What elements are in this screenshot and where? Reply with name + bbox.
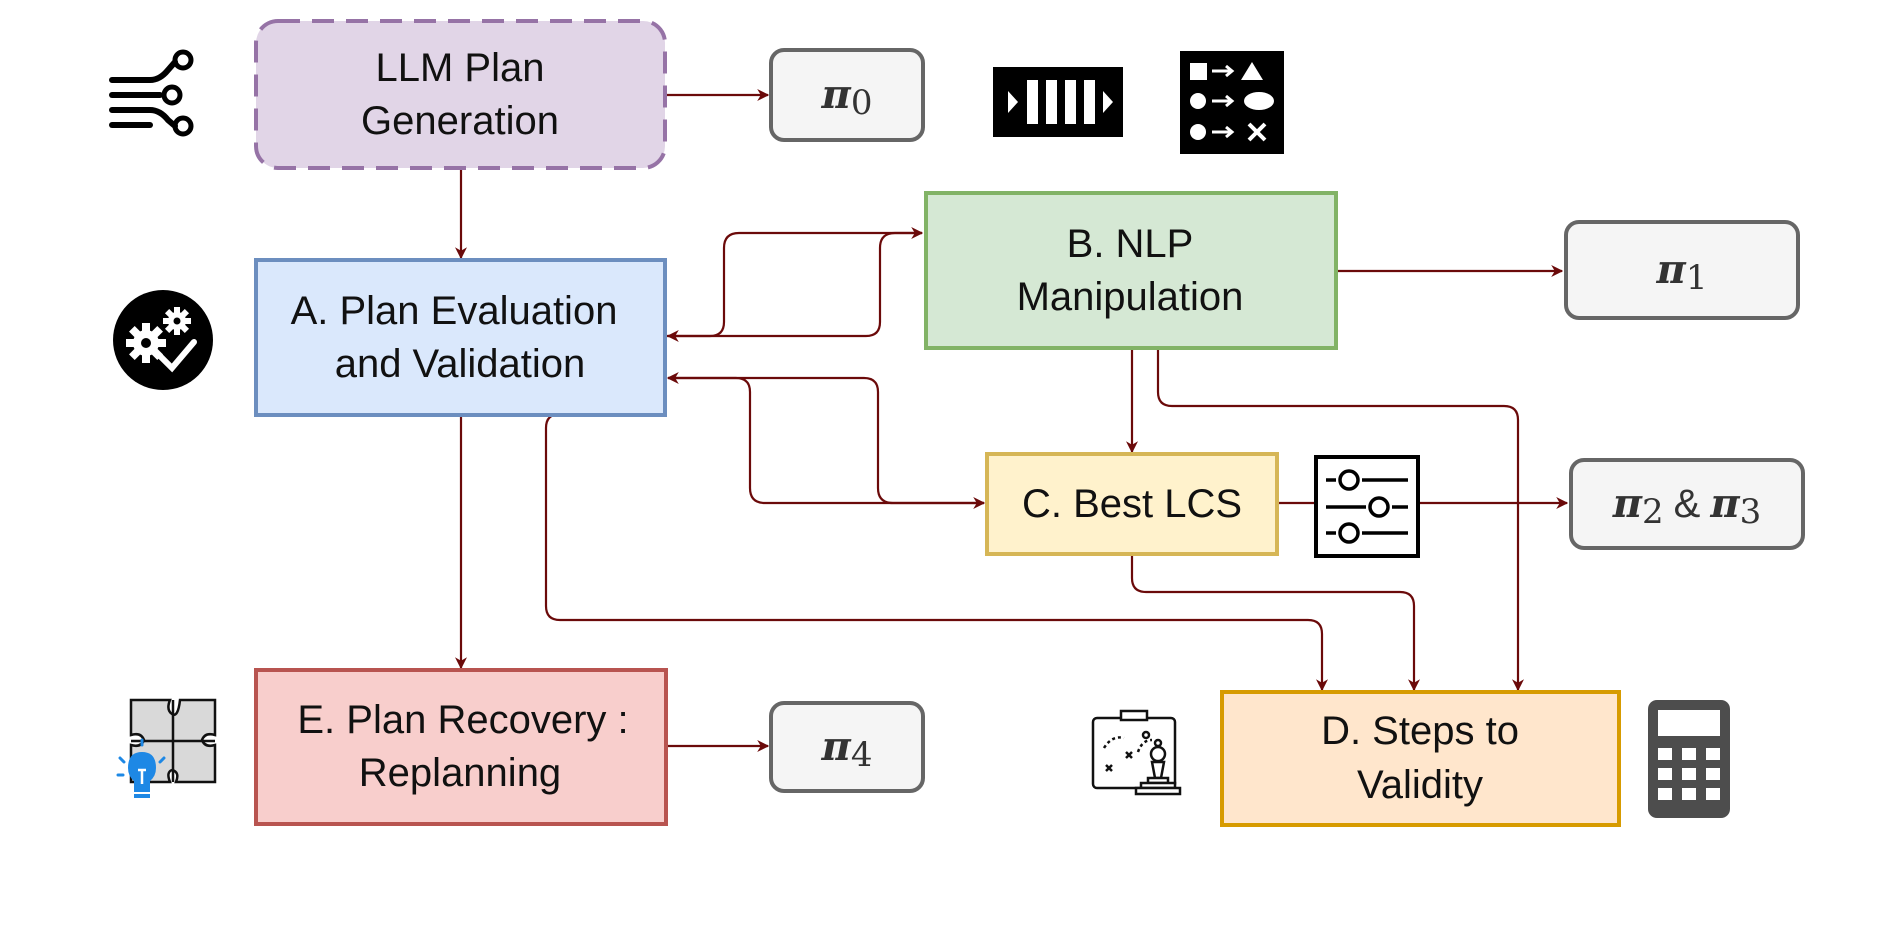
node-a-plan-evaluation: A. Plan Evaluation and Validation xyxy=(254,258,667,417)
pi3-symbol: π xyxy=(1709,480,1740,527)
edge-b-to-d xyxy=(1156,348,1524,692)
llm-label-line1: LLM Plan xyxy=(376,46,545,90)
output-pi0: π0 xyxy=(769,48,925,142)
d-label-line1: D. Steps to xyxy=(1321,709,1519,753)
puzzle-bulb-icon xyxy=(116,698,217,798)
pi1-symbol: π xyxy=(1656,246,1687,293)
output-pi2-pi3: π2&π3 xyxy=(1569,458,1805,550)
edge-a-to-b xyxy=(666,227,924,338)
pi2-subscript: 2 xyxy=(1642,492,1664,532)
e-label-line2: Replanning xyxy=(359,751,561,795)
b-label-line2: Manipulation xyxy=(1017,275,1244,319)
svg-text:π4: π4 xyxy=(821,723,873,775)
a-label-line2: and Validation xyxy=(335,342,586,386)
node-llm-plan-generation: LLM Plan Generation xyxy=(254,19,667,170)
shape-mapping-icon xyxy=(1180,51,1284,154)
c-label: C. Best LCS xyxy=(1022,482,1242,526)
gears-check-icon xyxy=(113,290,213,390)
edge-c-to-a xyxy=(666,372,984,505)
ampersand: & xyxy=(1674,482,1701,526)
svg-text:π0: π0 xyxy=(821,71,873,123)
svg-text:π1: π1 xyxy=(1656,246,1708,298)
node-c-best-lcs: C. Best LCS xyxy=(985,452,1279,556)
pi1-subscript: 1 xyxy=(1686,258,1708,298)
llm-label-line2: Generation xyxy=(361,99,559,143)
b-label-line1: B. NLP xyxy=(1067,222,1194,266)
pi0-subscript: 0 xyxy=(851,83,873,123)
edge-a-to-c xyxy=(668,376,986,509)
calculator-icon xyxy=(1648,700,1730,818)
circuit-icon xyxy=(109,49,194,137)
d-label-line2: Validity xyxy=(1357,763,1483,807)
e-label-line1: E. Plan Recovery : xyxy=(297,698,628,742)
edge-c-to-d xyxy=(1130,553,1420,692)
pi2-symbol: π xyxy=(1612,480,1643,527)
pi4-symbol: π xyxy=(821,723,852,770)
pi0-symbol: π xyxy=(821,71,852,118)
sliders-icon xyxy=(1314,455,1420,558)
pi3-subscript: 3 xyxy=(1740,492,1762,532)
node-b-nlp-manipulation: B. NLP Manipulation xyxy=(924,191,1338,350)
node-e-plan-recovery: E. Plan Recovery : Replanning xyxy=(254,668,668,826)
pipeline-icon xyxy=(993,67,1123,137)
output-pi1: π1 xyxy=(1564,220,1800,320)
a-label-line1: A. Plan Evaluation xyxy=(291,289,618,333)
svg-text:π2&π3: π2&π3 xyxy=(1612,480,1762,532)
strategy-board-icon xyxy=(1091,709,1182,796)
output-pi4: π4 xyxy=(769,701,925,793)
edge-b-to-a xyxy=(666,231,922,342)
node-d-steps-to-validity: D. Steps to Validity xyxy=(1220,690,1621,827)
pi4-subscript: 4 xyxy=(851,735,873,775)
